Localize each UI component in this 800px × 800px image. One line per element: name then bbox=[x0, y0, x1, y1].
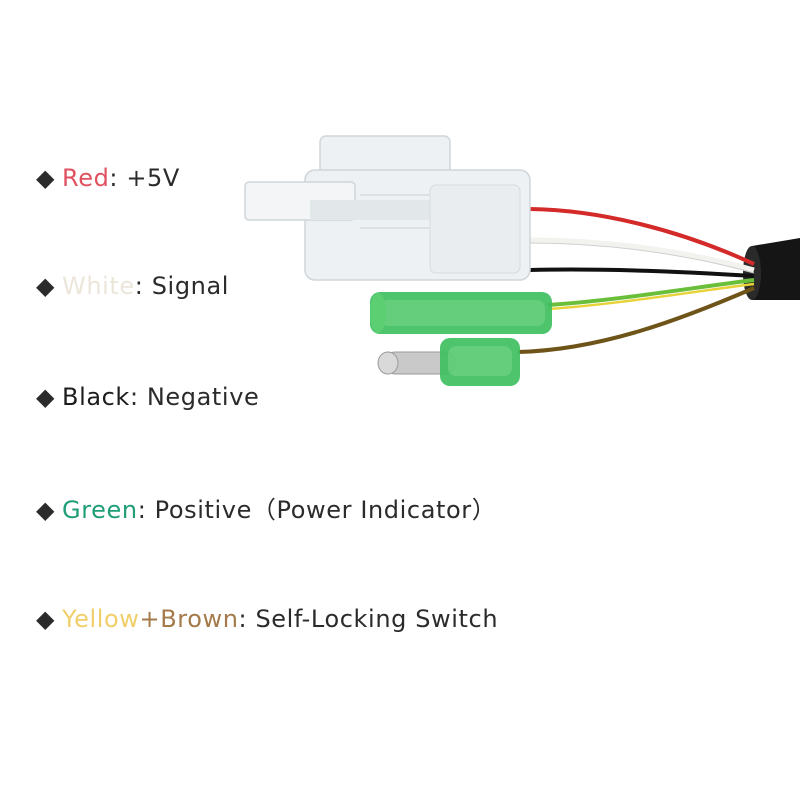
color-word-black: Black bbox=[62, 383, 130, 411]
diamond-bullet-icon: ◆ bbox=[36, 164, 56, 192]
brown-wire bbox=[517, 286, 755, 354]
legend-separator: : bbox=[137, 496, 155, 524]
diamond-bullet-icon: ◆ bbox=[36, 383, 56, 411]
diamond-bullet-icon: ◆ bbox=[36, 272, 56, 300]
legend-meaning-yellow-brown: Self-Locking Switch bbox=[255, 605, 499, 633]
legend-separator: : bbox=[129, 383, 147, 411]
legend-meaning-white: Signal bbox=[151, 272, 230, 300]
legend-black: ◆Black: Negative bbox=[36, 382, 259, 412]
color-word-red: Red bbox=[62, 164, 110, 192]
bullet-terminal-lower bbox=[377, 338, 520, 386]
legend-separator: : bbox=[238, 605, 256, 633]
legend-meaning-green: Positive（Power Indicator） bbox=[154, 496, 497, 524]
diamond-bullet-icon: ◆ bbox=[36, 605, 56, 633]
legend-meaning-red: +5V bbox=[126, 164, 180, 192]
white-wire bbox=[529, 237, 755, 273]
legend-white: ◆White: Signal bbox=[36, 271, 229, 301]
white-wire-outline bbox=[529, 242, 755, 274]
yellow-wire bbox=[547, 282, 755, 311]
color-word-green: Green bbox=[62, 496, 138, 524]
legend-separator: : bbox=[109, 164, 127, 192]
black-wire bbox=[529, 267, 755, 278]
cable-jacket bbox=[748, 238, 800, 300]
legend-yellow-brown: ◆Yellow+Brown: Self-Locking Switch bbox=[36, 604, 498, 634]
legend-green: ◆Green: Positive（Power Indicator） bbox=[36, 495, 496, 525]
green-wire bbox=[547, 278, 755, 307]
green-insulated-terminal-upper bbox=[370, 292, 552, 334]
color-word-brown: Brown bbox=[160, 605, 239, 633]
legend-meaning-black: Negative bbox=[146, 383, 260, 411]
color-word-white: White bbox=[62, 272, 135, 300]
red-wire bbox=[529, 207, 755, 266]
color-word-yellow: Yellow bbox=[62, 605, 140, 633]
legend-red: ◆Red: +5V bbox=[36, 163, 180, 193]
diamond-bullet-icon: ◆ bbox=[36, 496, 56, 524]
legend-joiner: + bbox=[139, 605, 161, 633]
legend-separator: : bbox=[134, 272, 152, 300]
connector-housing bbox=[244, 135, 531, 281]
